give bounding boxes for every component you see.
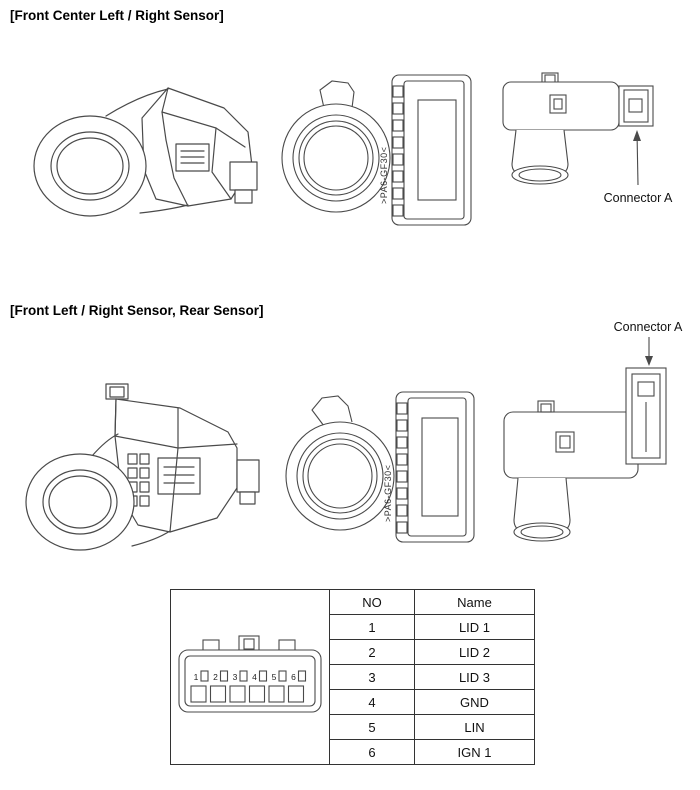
pin-table-header-name: Name bbox=[414, 589, 535, 615]
pin-table-row: 5 LIN bbox=[171, 714, 535, 740]
pin-no: 5 bbox=[329, 714, 415, 740]
connector-a-label: Connector A bbox=[604, 191, 673, 205]
connector-slots bbox=[190, 684, 305, 703]
pin-number-1: 1 bbox=[194, 672, 199, 682]
connector-pinout-panel: 1 2 3 4 5 6 bbox=[170, 589, 535, 765]
sensor-head bbox=[513, 477, 571, 542]
sensor-body bbox=[503, 411, 639, 479]
connector-a-label: Connector A bbox=[614, 320, 683, 334]
pin-table-row: 4 GND bbox=[171, 689, 535, 715]
mounting-tab bbox=[105, 383, 129, 400]
connector-shroud bbox=[618, 85, 654, 127]
front-center-front-view: >PA6-GF30< bbox=[281, 74, 472, 226]
sensor-connector-port bbox=[229, 161, 258, 204]
section-title-front-rear: [Front Left / Right Sensor, Rear Sensor] bbox=[10, 303, 264, 318]
pin-no: 1 bbox=[329, 614, 415, 640]
rib-squares bbox=[396, 402, 408, 534]
sensor-head bbox=[281, 80, 391, 213]
pin-number-6: 6 bbox=[291, 672, 296, 682]
sensor-body bbox=[502, 81, 620, 131]
pin-name: LID 3 bbox=[414, 664, 535, 690]
material-marking-text: >PA6-GF30< bbox=[383, 465, 393, 522]
pin-number-5: 5 bbox=[272, 672, 277, 682]
connector-front-view-cell: 1 2 3 4 5 6 bbox=[170, 589, 330, 765]
sensor-body bbox=[395, 391, 475, 543]
front-center-side-view: Connector A bbox=[502, 72, 673, 205]
pin-no: 2 bbox=[329, 639, 415, 665]
pin-name: LID 1 bbox=[414, 614, 535, 640]
connector-housing bbox=[178, 648, 322, 713]
pin-name: LID 2 bbox=[414, 639, 535, 665]
pin-table-header-no: NO bbox=[329, 589, 415, 615]
section-title-front-center: [Front Center Left / Right Sensor] bbox=[10, 8, 224, 23]
material-marking-text: >PA6-GF30< bbox=[379, 147, 389, 204]
connector-a-arrow bbox=[645, 337, 653, 366]
pin-name: LIN bbox=[414, 714, 535, 740]
mounting-tab bbox=[537, 400, 555, 413]
rib-squares bbox=[392, 85, 404, 217]
sensor-head bbox=[285, 395, 395, 531]
body-detail bbox=[555, 431, 575, 453]
pin-number-4: 4 bbox=[252, 672, 257, 682]
sensor-head bbox=[25, 433, 171, 551]
front-rear-perspective-view bbox=[25, 383, 260, 551]
front-rear-side-view: Connector A bbox=[503, 320, 683, 542]
pin-table: 1 2 3 4 5 6 bbox=[170, 589, 535, 765]
pin-number-2: 2 bbox=[213, 672, 218, 682]
pin-name: GND bbox=[414, 689, 535, 715]
sensor-body bbox=[141, 87, 253, 207]
pin-table-row: 2 LID 2 bbox=[171, 639, 535, 665]
sensor-body bbox=[391, 74, 472, 226]
connector-front-view: 1 2 3 4 5 6 bbox=[178, 634, 322, 713]
pin-table-row: 6 IGN 1 bbox=[171, 739, 535, 765]
pin-table-header-row: 1 2 3 4 5 6 bbox=[170, 589, 535, 765]
connector-a-arrow bbox=[633, 130, 641, 186]
sensor-connector-port bbox=[236, 459, 260, 505]
front-center-perspective-view bbox=[33, 87, 258, 217]
sensor-head bbox=[511, 129, 569, 185]
connector-shroud bbox=[625, 367, 667, 465]
front-rear-front-view: >PA6-GF30< bbox=[285, 391, 475, 543]
sensor-head bbox=[33, 88, 189, 217]
connector-pins: 1 2 3 4 5 6 bbox=[194, 669, 307, 682]
pin-no: 3 bbox=[329, 664, 415, 690]
pin-name: IGN 1 bbox=[414, 739, 535, 765]
pin-no: 4 bbox=[329, 689, 415, 715]
pin-number-3: 3 bbox=[233, 672, 238, 682]
pin-no: 6 bbox=[329, 739, 415, 765]
